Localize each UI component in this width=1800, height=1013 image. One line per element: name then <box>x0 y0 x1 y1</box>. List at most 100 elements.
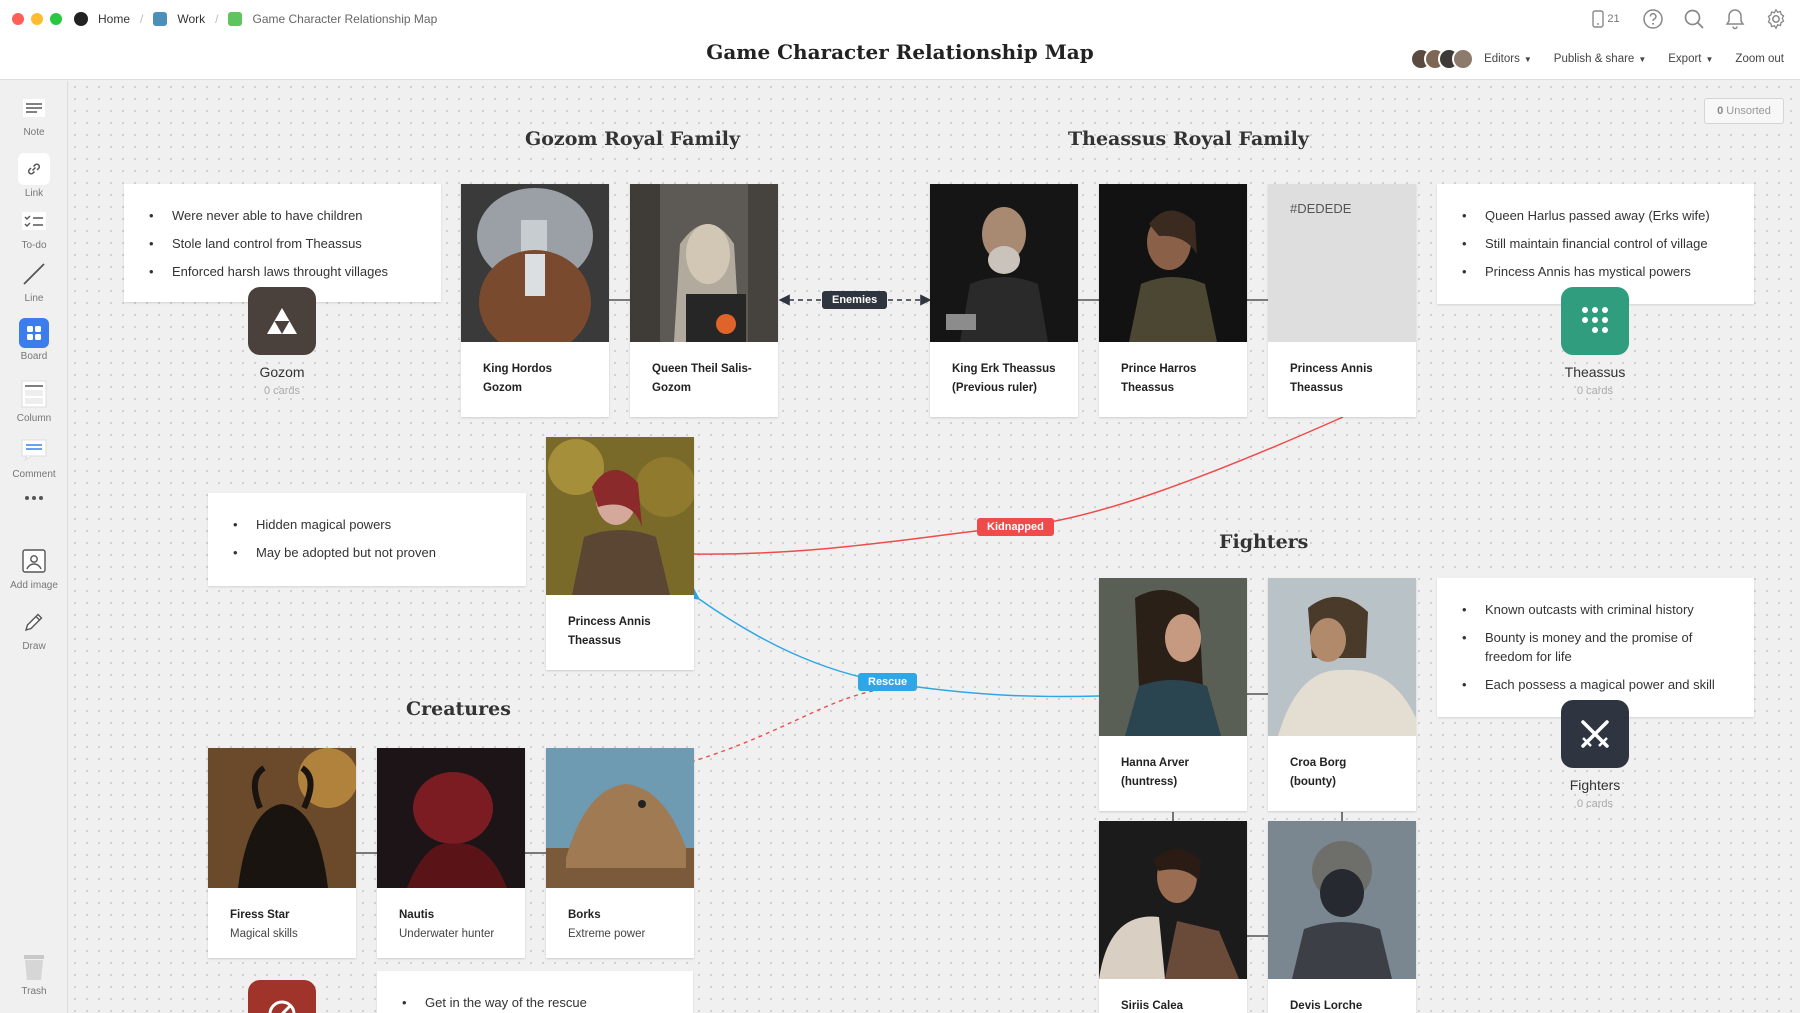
tool-add-image[interactable]: Add image <box>0 545 68 591</box>
board-icon <box>228 12 243 26</box>
section-title-gozom: Gozom Royal Family <box>525 128 741 150</box>
close-window-button[interactable] <box>12 13 24 25</box>
list-item: Hidden magical powers <box>232 515 506 534</box>
creatures-interference-connector <box>693 687 890 762</box>
list-item: May be adopted but not proven <box>232 543 506 562</box>
editors-menu[interactable]: Editors▼ <box>1484 53 1532 65</box>
tool-draw[interactable]: Draw <box>0 606 68 652</box>
portrait-image <box>930 184 1078 342</box>
gauge-icon <box>248 980 316 1013</box>
character-card[interactable]: Croa Borg(bounty) <box>1268 578 1416 811</box>
tool-todo[interactable]: To-do <box>0 205 68 251</box>
board-icon <box>19 318 49 348</box>
board-creatures[interactable] <box>222 980 342 1013</box>
tool-note[interactable]: Note <box>0 92 68 138</box>
notifications-bell-icon[interactable] <box>1723 7 1747 31</box>
collaborator-avatars[interactable] <box>1410 48 1475 70</box>
help-icon[interactable] <box>1641 7 1665 31</box>
color-swatch: #DEDEDE <box>1268 184 1416 342</box>
phone-icon <box>1592 10 1605 28</box>
search-icon[interactable] <box>1682 7 1706 31</box>
milanote-logo-icon <box>74 12 88 26</box>
triforce-icon <box>248 287 316 355</box>
section-title-creatures: Creatures <box>406 698 511 720</box>
minimize-window-button[interactable] <box>31 13 43 25</box>
portrait-image <box>546 748 694 888</box>
section-title-fighters: Fighters <box>1219 531 1309 553</box>
list-item: Princess Annis has mystical powers <box>1461 262 1734 281</box>
character-card[interactable]: Hanna Arver(huntress) <box>1099 578 1247 811</box>
enemies-label[interactable]: Enemies <box>822 291 888 309</box>
note-creatures[interactable]: Get in the way of the rescue <box>377 971 693 1013</box>
top-bar: Home / Work / Game Character Relationshi… <box>0 0 1800 80</box>
link-icon <box>18 153 50 185</box>
portrait-image <box>1099 821 1247 979</box>
portrait-image <box>1099 578 1247 736</box>
maximize-window-button[interactable] <box>50 13 62 25</box>
header-icons: 21 <box>1588 7 1788 31</box>
list-item: Each possess a magical power and skill <box>1461 675 1734 694</box>
tool-comment[interactable]: Comment <box>0 434 68 480</box>
note-annis[interactable]: Hidden magical powers May be adopted but… <box>208 493 526 586</box>
board-gozom[interactable]: Gozom 0 cards <box>222 287 342 397</box>
section-title-theassus: Theassus Royal Family <box>1068 128 1309 150</box>
board-theassus[interactable]: Theassus 0 cards <box>1535 287 1655 397</box>
list-item: Stole land control from Theassus <box>148 234 421 253</box>
comment-icon <box>18 434 50 466</box>
column-icon <box>18 378 50 410</box>
board-fighters[interactable]: Fighters 0 cards <box>1535 700 1655 810</box>
note-fighters[interactable]: Known outcasts with criminal history Bou… <box>1437 578 1754 717</box>
device-button[interactable]: 21 <box>1588 7 1624 31</box>
breadcrumb-home[interactable]: Home <box>74 12 130 26</box>
crossed-swords-icon <box>1561 700 1629 768</box>
breadcrumb-current-board[interactable]: Game Character Relationship Map <box>228 12 437 26</box>
chevron-down-icon: ▼ <box>1705 54 1714 64</box>
character-card[interactable]: Siriis Calea <box>1099 821 1247 1013</box>
tool-line[interactable]: Line <box>0 258 68 304</box>
portrait-image <box>630 184 778 342</box>
list-item: Known outcasts with criminal history <box>1461 600 1734 619</box>
breadcrumb-work[interactable]: Work <box>153 12 205 26</box>
todo-icon <box>18 205 50 237</box>
list-item: Queen Harlus passed away (Erks wife) <box>1461 206 1734 225</box>
tool-more[interactable] <box>0 488 68 511</box>
note-icon <box>18 92 50 124</box>
chevron-down-icon: ▼ <box>1638 54 1647 64</box>
portrait-image <box>546 437 694 595</box>
portrait-image <box>1099 184 1247 342</box>
list-item: Still maintain financial control of vill… <box>1461 234 1734 253</box>
more-icon <box>18 488 50 508</box>
portrait-image <box>461 184 609 342</box>
line-icon <box>18 258 50 290</box>
tool-link[interactable]: Link <box>0 153 68 199</box>
tool-trash[interactable]: Trash <box>0 951 68 997</box>
character-card[interactable]: King Erk Theassus(Previous ruler) <box>930 184 1078 417</box>
export-menu[interactable]: Export▼ <box>1668 53 1714 65</box>
tool-column[interactable]: Column <box>0 378 68 424</box>
zoom-out-button[interactable]: Zoom out <box>1735 53 1784 65</box>
publish-share-menu[interactable]: Publish & share▼ <box>1553 53 1647 65</box>
board-icon <box>153 12 168 26</box>
note-gozom[interactable]: Were never able to have children Stole l… <box>124 184 441 302</box>
portrait-image <box>1268 821 1416 979</box>
rescue-label[interactable]: Rescue <box>858 673 918 691</box>
unsorted-counter[interactable]: 0 Unsorted <box>1704 98 1784 124</box>
settings-gear-icon[interactable] <box>1764 7 1788 31</box>
character-card[interactable]: Devis Lorche <box>1268 821 1416 1013</box>
portrait-image <box>377 748 525 888</box>
note-theassus[interactable]: Queen Harlus passed away (Erks wife) Sti… <box>1437 184 1754 304</box>
portrait-image <box>1268 578 1416 736</box>
tool-sidebar: Note Link To-do Line Board Column Commen… <box>0 81 68 1013</box>
kidnapped-label[interactable]: Kidnapped <box>977 518 1054 536</box>
tool-board[interactable]: Board <box>0 318 68 362</box>
board-canvas[interactable]: 0 Unsorted Gozom Royal Family Theassus R… <box>69 81 1800 1013</box>
list-item: Bounty is money and the promise of freed… <box>1461 628 1734 666</box>
character-card[interactable]: Queen Theil Salis-Gozom <box>630 184 778 417</box>
